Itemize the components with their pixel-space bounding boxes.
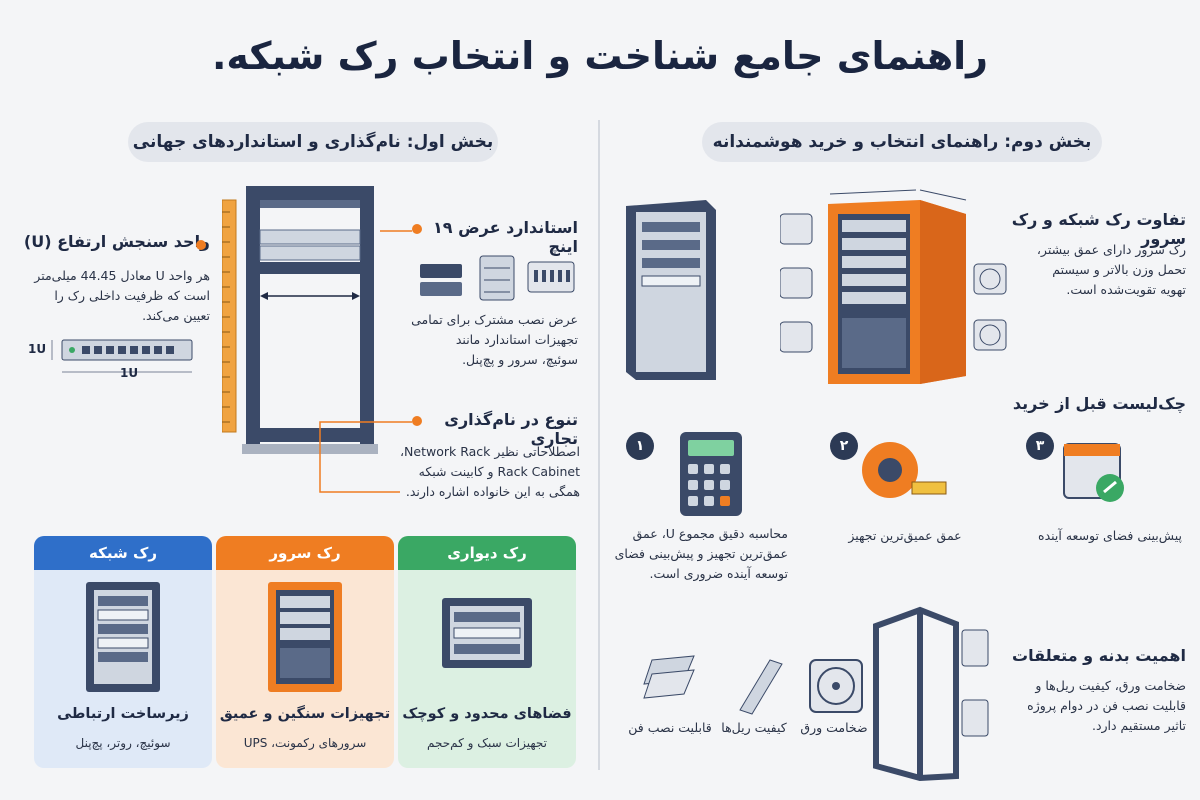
- card-subtitle: سوئیچ، روتر، پچ‌پنل: [75, 736, 171, 750]
- checklist-caption-2: عمق عمیق‌ترین تجهیز: [848, 528, 962, 543]
- unit-text-line: است که ظرفیت داخلی رک را: [54, 288, 210, 303]
- naming-title: تنوع در نام‌گذاری تجاری: [444, 410, 578, 448]
- width-text-line: عرض نصب مشترک برای تمامی: [411, 312, 578, 327]
- unit-label-vertical: 1U: [28, 342, 47, 356]
- checklist-caption-1: محاسبه دقیق مجموع U، عمق: [632, 526, 788, 541]
- card-wall-rack: رک دیواری فضاهای محدود و کوچک تجهیزات سب…: [398, 536, 576, 768]
- width-marker: [412, 224, 422, 234]
- naming-text-line: اصطلاحاتی نظیر Network Rack،: [400, 444, 580, 459]
- part1-heading: بخش اول: نام‌گذاری و استانداردهای جهانی: [128, 122, 498, 162]
- network-rack-icon: [86, 582, 160, 692]
- server-rack-icon: [268, 582, 342, 692]
- accessory-label: ضخامت ورق: [800, 720, 868, 735]
- tape-measure-icon: [862, 442, 947, 498]
- card-subtitle: سرورهای رکمونت، UPS: [243, 736, 367, 750]
- unit-text-line: تعیین می‌کند.: [142, 308, 210, 323]
- fan-icons: [973, 263, 1007, 351]
- card-header: رک سرور: [216, 536, 394, 570]
- unit-label-horizontal: 1U: [120, 366, 139, 380]
- part2-heading: بخش دوم: راهنمای انتخاب و خرید هوشمندانه: [702, 122, 1102, 162]
- body-text-line: تاثیر مستقیم دارد.: [1091, 718, 1186, 733]
- naming-text-line: Rack Cabinet و کابینت شبکه: [418, 464, 580, 479]
- rack-frame-illustration: [873, 606, 989, 782]
- diff-title: تفاوت رک شبکه و رک سرور: [1011, 210, 1186, 248]
- card-network-rack: رک شبکه زیرساخت ارتباطی سوئیچ، روتر، پچ‌…: [34, 536, 212, 768]
- body-title: اهمیت بدنه و متعلقات: [1012, 646, 1186, 665]
- server-rack-illustration: [780, 189, 967, 384]
- sheet-icon: [643, 655, 695, 699]
- card-title: زیرساخت ارتباطی: [57, 706, 189, 722]
- fan-icon: [809, 659, 863, 713]
- checklist-title: چک‌لیست قبل از خرید: [1012, 394, 1186, 413]
- accessory-label: کیفیت ریل‌ها: [721, 720, 787, 735]
- network-rack-side-illustration: [626, 200, 716, 380]
- unit-title: واحد سنجش ارتفاع (U): [23, 232, 210, 251]
- network-rack-illustration: [222, 186, 378, 454]
- checklist-number-1: ۱: [626, 432, 654, 460]
- diff-text-line: تهویه تقویت‌شده است.: [1066, 282, 1186, 297]
- width-title: استاندارد عرض ۱۹ اینچ: [433, 218, 578, 256]
- unit-marker: [196, 240, 206, 250]
- checklist-number-2: ۲: [830, 432, 858, 460]
- card-header: رک دیواری: [398, 536, 576, 570]
- body-text-line: قابلیت نصب فن در دوام پروژه: [1027, 698, 1186, 713]
- width-text-line: تجهیزات استاندارد مانند: [455, 332, 578, 347]
- diff-text-line: تحمل وزن بالاتر و سیستم: [1052, 262, 1186, 277]
- page-title: راهنمای جامع شناخت و انتخاب رک شبکه.: [211, 34, 989, 78]
- checklist-caption-3: پیش‌بینی فضای توسعه آینده: [1038, 528, 1182, 543]
- connector-lines: [319, 230, 412, 493]
- checklist-caption-1b: عمق‌ترین تجهیز و پیش‌بینی فضای: [614, 546, 788, 561]
- checklist-caption-1c: توسعه آینده ضروری است.: [649, 566, 788, 581]
- card-server-rack: رک سرور تجهیزات سنگین و عمیق سرورهای رکم…: [216, 536, 394, 768]
- calendar-icon: [1063, 443, 1124, 502]
- width-text-line: سوئیچ، سرور و پچ‌پنل.: [462, 352, 578, 367]
- rail-icon: [739, 659, 783, 715]
- diff-text-line: رک سرور دارای عمق بیشتر،: [1036, 242, 1186, 257]
- body-text-line: ضخامت ورق، کیفیت ریل‌ها و: [1035, 678, 1186, 693]
- card-title: تجهیزات سنگین و عمیق: [219, 706, 391, 722]
- card-title: فضاهای محدود و کوچک: [402, 706, 572, 722]
- checklist-number-3: ۳: [1026, 432, 1054, 460]
- 1u-device-illustration: [51, 339, 193, 373]
- card-subtitle: تجهیزات سبک و کم‌حجم: [427, 736, 547, 750]
- naming-marker: [412, 416, 422, 426]
- unit-text-line: هر واحد U معادل 44.45 میلی‌متر: [34, 268, 210, 283]
- wall-rack-icon: [442, 598, 532, 668]
- accessory-label: قابلیت نصب فن: [628, 720, 712, 735]
- card-header: رک شبکه: [34, 536, 212, 570]
- section-divider: [598, 120, 600, 770]
- equipment-icons: [420, 255, 575, 301]
- naming-text-line: همگی به این خانواده اشاره دارند.: [405, 484, 580, 499]
- calculator-icon: [680, 432, 742, 516]
